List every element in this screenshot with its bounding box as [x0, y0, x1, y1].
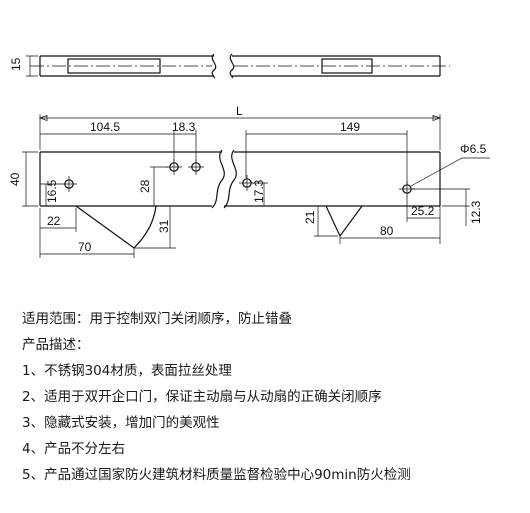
feature-4: 4、产品不分左右 — [22, 441, 126, 457]
description-heading: 产品描述： — [22, 337, 90, 353]
dim-17-3: 17.3 — [252, 179, 266, 203]
dim-28: 28 — [138, 179, 152, 193]
hole-1 — [61, 176, 77, 192]
dim-70: 70 — [78, 240, 92, 254]
top-slot-left — [67, 58, 161, 74]
right-tab — [325, 205, 363, 238]
dim-18-3: 18.3 — [172, 120, 196, 134]
top-view: 15 — [9, 53, 450, 79]
dim-length: L — [236, 104, 243, 118]
dim-12-3: 12.3 — [469, 200, 483, 224]
dim-21: 21 — [303, 210, 317, 224]
dim-22: 22 — [47, 214, 61, 228]
dim-hole-dia: Φ6.5 — [460, 142, 487, 156]
dim-height: 40 — [8, 172, 22, 186]
dim-80: 80 — [380, 224, 394, 238]
dim-104-5: 104.5 — [90, 120, 120, 134]
technical-drawing: 15 L — [8, 53, 490, 258]
scope-text: 适用范围：用于控制双门关闭顺序，防止错叠 — [22, 311, 292, 327]
overall-length-dim: L — [38, 104, 442, 150]
feature-3: 3、隐藏式安装，增加门的美观性 — [22, 415, 220, 431]
dim-16-5: 16.5 — [45, 179, 59, 203]
feature-1: 1、不锈钢304材质，表面拉丝处理 — [22, 363, 232, 379]
front-dims: 40 104.5 18.3 149 Φ6.5 16.5 28 17.3 22 3… — [8, 120, 490, 258]
feature-5: 5、产品通过国家防火建筑材料质量监督检验中心90min防火检测 — [22, 467, 411, 483]
dim-31: 31 — [157, 219, 171, 233]
dim-thickness: 15 — [9, 57, 23, 71]
dim-149: 149 — [340, 120, 360, 134]
feature-2: 2、适用于双开企口门，保证主动扇与从动扇的正确关闭顺序 — [22, 389, 382, 405]
dim-25-2: 25.2 — [411, 204, 435, 218]
